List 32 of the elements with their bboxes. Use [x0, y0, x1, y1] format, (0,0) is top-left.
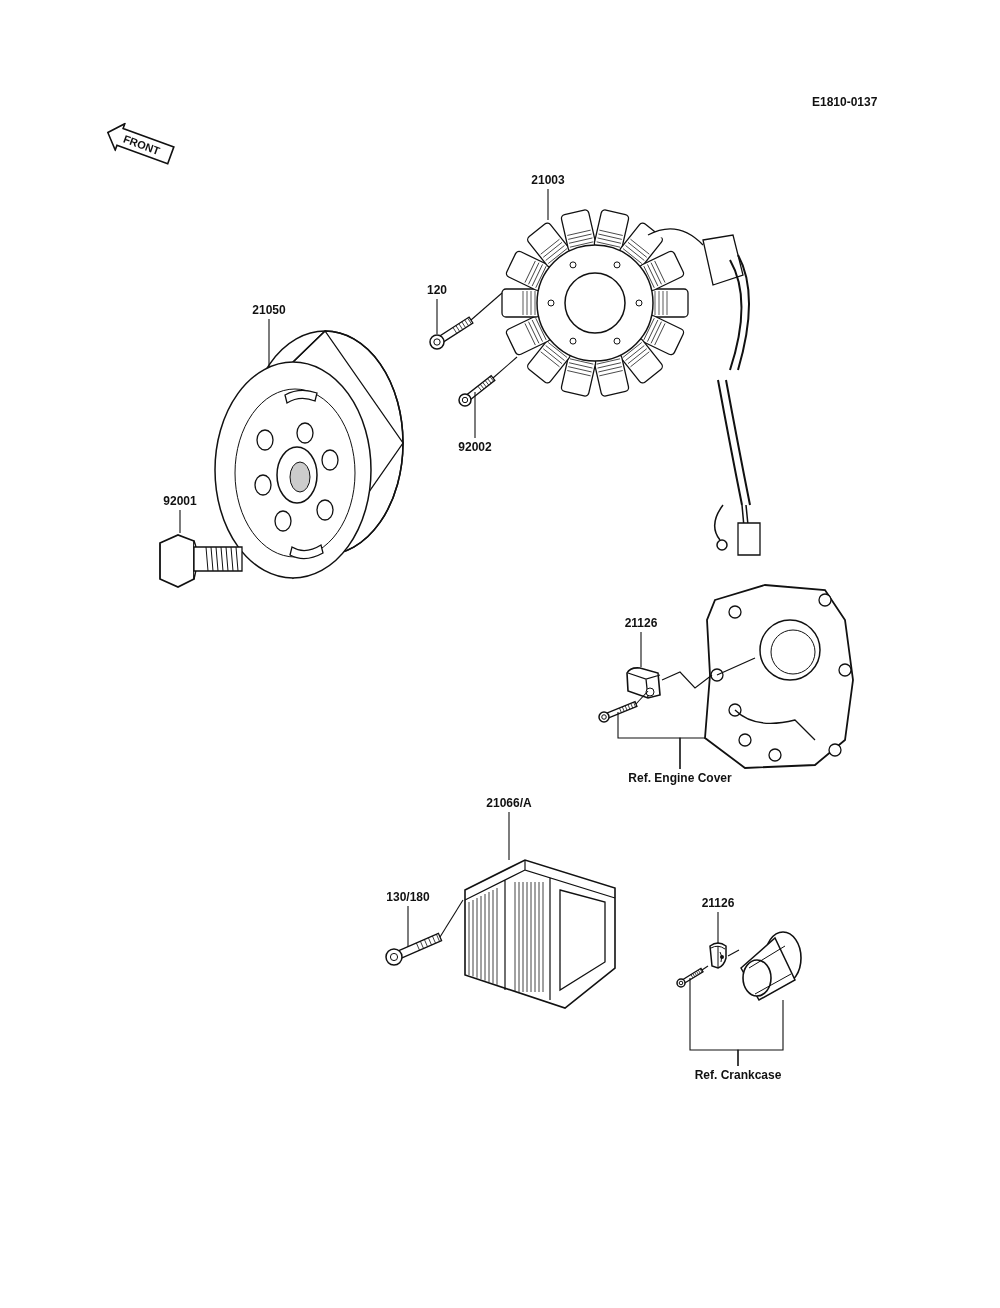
- callout-number: 21126: [692, 894, 744, 912]
- assembly-line: [635, 690, 649, 705]
- leader-line: [179, 509, 181, 534]
- callout-number: 21066/A: [478, 794, 540, 812]
- assembly-line: [439, 899, 464, 938]
- callout-number: 21126: [615, 614, 667, 632]
- leader-line: [640, 631, 642, 668]
- assembly-line: [661, 671, 713, 689]
- assembly-line: [727, 949, 740, 957]
- bolt-drawing: [676, 966, 704, 988]
- leader-line: [474, 391, 476, 439]
- leader-line: [679, 737, 706, 770]
- reference-note: Ref. Crankcase: [678, 1066, 798, 1084]
- callout-number: 92002: [449, 438, 501, 456]
- assembly-line: [492, 356, 518, 379]
- bolt-drawing: [455, 372, 495, 408]
- callout-number: 21003: [522, 171, 574, 189]
- callout-number: 130/180: [378, 888, 438, 906]
- bolt-drawing: [596, 700, 638, 724]
- assembly-line: [701, 965, 709, 971]
- diagram-code: E1810-0137: [812, 95, 878, 109]
- leader-line: [737, 999, 784, 1067]
- leader-line: [508, 811, 510, 861]
- leader-line: [717, 911, 719, 945]
- leader-line: [436, 298, 438, 335]
- clip-drawing: [706, 940, 730, 970]
- callout-number: 21050: [243, 301, 295, 319]
- callout-number: 92001: [154, 492, 206, 510]
- leader-line: [547, 188, 549, 221]
- assembly-line: [470, 292, 503, 321]
- reference-note: Ref. Engine Cover: [605, 769, 755, 787]
- callout-number: 120: [420, 281, 454, 299]
